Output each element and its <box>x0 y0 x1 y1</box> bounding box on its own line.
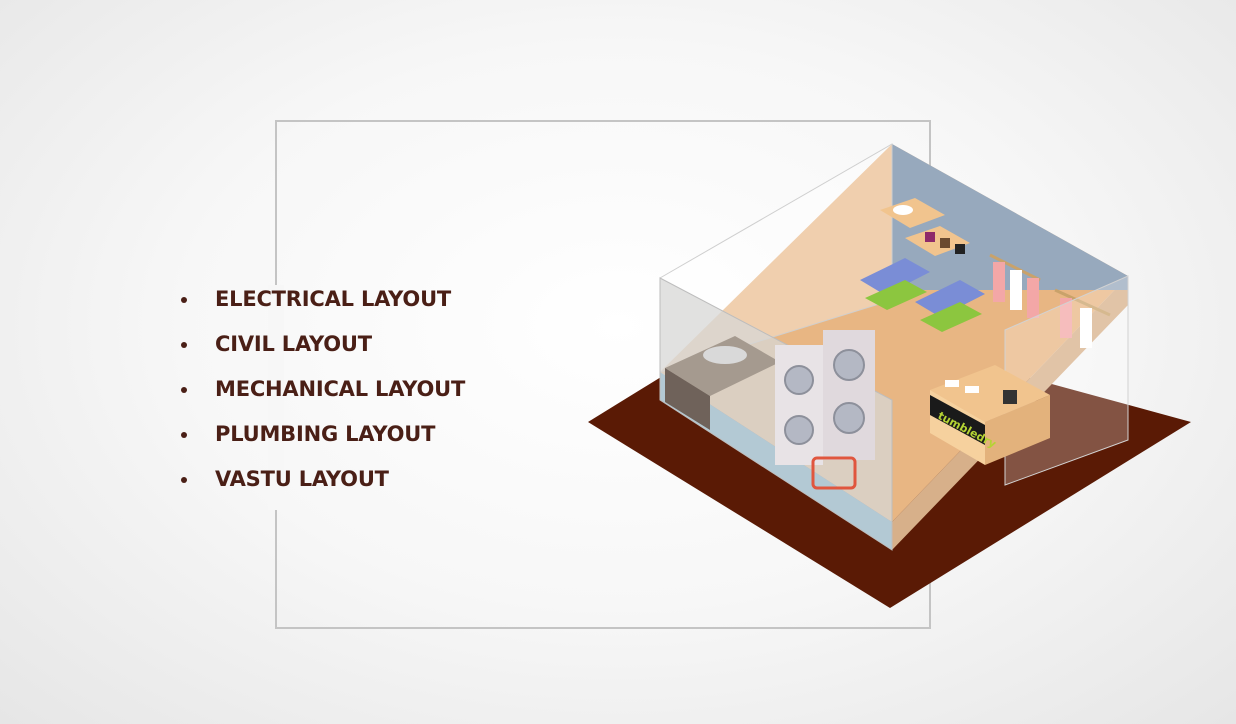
layout-item-civil: CIVIL LAYOUT <box>178 329 465 374</box>
layout-item-mechanical: MECHANICAL LAYOUT <box>178 374 465 419</box>
handbag <box>940 238 950 248</box>
hanging-garment <box>1027 278 1039 318</box>
store-sign <box>930 395 985 445</box>
bullet-icon <box>181 297 187 303</box>
hanging-garment <box>993 262 1005 302</box>
pressing-machine <box>915 280 985 317</box>
pressing-machine <box>860 258 930 295</box>
layout-list: ELECTRICAL LAYOUT CIVIL LAYOUT MECHANICA… <box>178 284 465 509</box>
clothes-rail <box>1054 288 1111 317</box>
layout-label: PLUMBING LAYOUT <box>215 422 436 446</box>
washer-stack-left <box>775 345 823 465</box>
hanging-garment <box>1080 308 1092 348</box>
isometric-store-illustration: tumbledry <box>588 143 1191 608</box>
washer-door <box>833 349 865 381</box>
hanging-garment <box>1060 298 1072 338</box>
pressing-machine-pad <box>920 302 982 332</box>
shelf-item <box>893 205 913 215</box>
handbag <box>955 244 965 254</box>
wall-shelf <box>905 226 970 256</box>
washer-door <box>784 365 814 395</box>
layout-label: ELECTRICAL LAYOUT <box>215 287 452 311</box>
layout-label: CIVIL LAYOUT <box>215 332 372 356</box>
bullet-icon <box>181 342 187 348</box>
layout-item-electrical: ELECTRICAL LAYOUT <box>178 284 465 329</box>
layout-item-vastu: VASTU LAYOUT <box>178 464 465 509</box>
washer-door <box>833 402 865 434</box>
checkout-counter <box>930 365 1050 422</box>
laundry-basket <box>811 456 857 490</box>
bullet-icon <box>181 387 187 393</box>
wall-shelf <box>880 198 945 228</box>
handbag <box>925 232 935 242</box>
frame-gap <box>268 285 284 510</box>
sink-counter-front <box>665 368 710 430</box>
layout-label: MECHANICAL LAYOUT <box>215 377 466 401</box>
checkout-counter-side <box>985 395 1050 465</box>
layout-item-plumbing: PLUMBING LAYOUT <box>178 419 465 464</box>
clothes-rail <box>989 253 1041 282</box>
sink-basin <box>703 346 747 364</box>
sink-counter <box>665 336 780 396</box>
hanging-garment <box>1010 270 1022 310</box>
pressing-machine-pad <box>865 280 927 310</box>
cash-register <box>1003 390 1017 404</box>
bullet-icon <box>181 477 187 483</box>
counter-item <box>945 380 959 387</box>
layout-label: VASTU LAYOUT <box>215 467 389 491</box>
bullet-icon <box>181 432 187 438</box>
counter-item <box>965 386 979 393</box>
washer-door <box>784 415 814 445</box>
back-wall <box>892 144 1128 290</box>
